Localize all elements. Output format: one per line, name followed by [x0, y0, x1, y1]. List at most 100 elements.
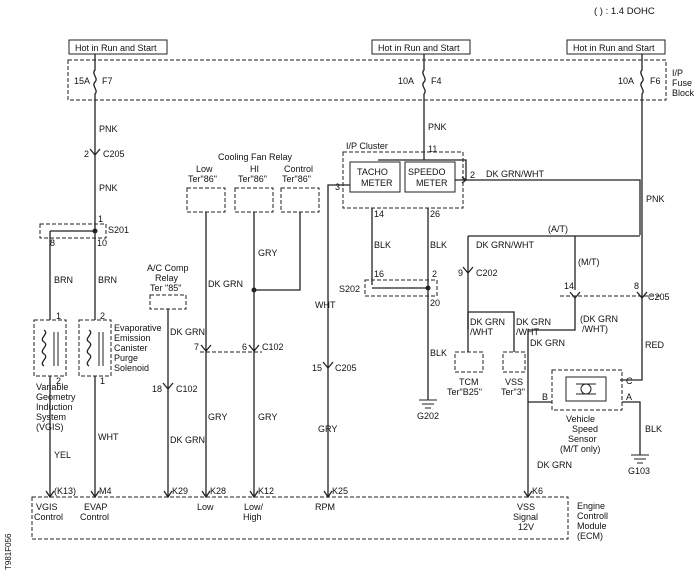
wire-ac-dkgrn-lower: DK GRN	[170, 435, 205, 445]
splice-s202: S202	[339, 284, 360, 294]
connector-c205-left: C205	[103, 149, 125, 159]
svg-text:F7: F7	[102, 76, 113, 86]
svg-text:Control: Control	[34, 512, 63, 522]
fan-low-label: Low	[196, 164, 213, 174]
svg-text:Ter"3": Ter"3"	[501, 387, 525, 397]
svg-text:Fuse: Fuse	[672, 78, 692, 88]
ecm-pin-k6: K6	[532, 486, 543, 496]
wire-low-dkgrn: DK GRN	[208, 279, 243, 289]
svg-text:Emission: Emission	[114, 333, 151, 343]
svg-text:3: 3	[335, 182, 340, 192]
wire-tacho-blk: BLK	[374, 240, 391, 250]
svg-text:/WHT: /WHT	[470, 327, 493, 337]
svg-text:F6: F6	[650, 76, 661, 86]
ecm-pin-k29: K29	[172, 486, 188, 496]
vss-ter-label: VSS	[505, 377, 523, 387]
wire-f7-pnk: PNK	[99, 124, 118, 134]
svg-text:(M/T only): (M/T only)	[560, 444, 600, 454]
svg-text:8: 8	[634, 281, 639, 291]
svg-text:Ter"86": Ter"86"	[282, 174, 311, 184]
wire-speedo-blk: BLK	[430, 240, 447, 250]
svg-text:Ter"86": Ter"86"	[238, 174, 267, 184]
svg-text:F4: F4	[431, 76, 442, 86]
svg-text:DK GRN: DK GRN	[516, 317, 551, 327]
svg-text:Signal: Signal	[513, 512, 538, 522]
svg-text:TACHO: TACHO	[357, 167, 388, 177]
fuse-block	[67, 59, 667, 101]
evap-label: Evaporative	[114, 323, 162, 333]
svg-text:1: 1	[98, 214, 103, 224]
wire-evap-brn: BRN	[98, 275, 117, 285]
svg-text:16: 16	[374, 269, 384, 279]
svg-text:DK GRN: DK GRN	[470, 317, 505, 327]
wire-rpm-wht: WHT	[315, 300, 336, 310]
connector-c102-left: C102	[176, 384, 198, 394]
svg-text:15: 15	[312, 363, 322, 373]
svg-text:14: 14	[374, 209, 384, 219]
hot-label-right: Hot in Run and Start	[573, 43, 655, 53]
ecm-module	[31, 496, 569, 540]
speedo-meter	[404, 161, 456, 193]
fuse-f6: 10A F6	[618, 54, 661, 100]
fan-control-label: Control	[284, 164, 313, 174]
wire-low-gry: GRY	[208, 412, 227, 422]
svg-text:10A: 10A	[398, 76, 414, 86]
svg-text:C: C	[626, 376, 633, 386]
hot-label-center: Hot in Run and Start	[378, 43, 460, 53]
svg-text:Purge: Purge	[114, 353, 138, 363]
svg-text:2: 2	[470, 170, 475, 180]
svg-text:SPEEDO: SPEEDO	[408, 167, 446, 177]
connector-c102: C102	[262, 342, 284, 352]
svg-text:14: 14	[564, 281, 574, 291]
ac-relay-label: A/C Comp	[147, 263, 189, 273]
wire-vss-dkgrn-lower: DK GRN	[537, 460, 572, 470]
svg-text:Canister: Canister	[114, 343, 148, 353]
fan-low-terminal	[186, 187, 226, 213]
vgis-label: Variable	[36, 382, 68, 392]
svg-text:EVAP: EVAP	[84, 502, 107, 512]
svg-text:Module: Module	[577, 521, 607, 531]
ecm-pin-k25: K25	[332, 486, 348, 496]
tcm-label: TCM	[459, 377, 479, 387]
wire-sensor-blk: BLK	[645, 424, 662, 434]
wire-evap-wht: WHT	[98, 432, 119, 442]
wire-rpm-gry: GRY	[318, 424, 337, 434]
svg-text:Geometry: Geometry	[36, 392, 76, 402]
connector-c205-right: C205	[648, 292, 670, 302]
wire-s201-pnk: PNK	[99, 183, 118, 193]
svg-text:System: System	[36, 412, 66, 422]
wire-sensor-red: RED	[645, 340, 665, 350]
svg-text:B: B	[542, 392, 548, 402]
wire-ground-blk: BLK	[430, 348, 447, 358]
wire-hi-gry: GRY	[258, 412, 277, 422]
svg-text:2: 2	[56, 376, 61, 386]
variant-note: ( ) : 1.4 DOHC	[594, 6, 655, 17]
svg-text:2: 2	[432, 269, 437, 279]
cluster-label: I/P Cluster	[346, 141, 388, 151]
wire-at-dkgrnwht: DK GRN/WHT	[476, 240, 534, 250]
connector-c202: C202	[476, 268, 498, 278]
svg-text:/WHT): /WHT)	[582, 324, 608, 334]
svg-text:10A: 10A	[618, 76, 634, 86]
svg-text:METER: METER	[361, 178, 393, 188]
svg-text:High: High	[243, 512, 262, 522]
svg-text:20: 20	[430, 298, 440, 308]
svg-text:1: 1	[100, 376, 105, 386]
svg-text:10: 10	[97, 238, 107, 248]
fuse-f4: 10A F4	[398, 54, 442, 100]
wire-vss-dkgrn: DK GRN	[530, 338, 565, 348]
svg-text:12V: 12V	[518, 522, 534, 532]
svg-text:A: A	[626, 392, 632, 402]
splice-s201-box	[39, 223, 107, 239]
svg-text:Controll: Controll	[577, 511, 608, 521]
svg-text:15A: 15A	[74, 76, 90, 86]
hot-label-left: Hot in Run and Start	[75, 43, 157, 53]
svg-text:(ECM): (ECM)	[577, 531, 603, 541]
wire-speedo-dkgrnwht: DK GRN/WHT	[486, 169, 544, 179]
svg-text:6: 6	[242, 342, 247, 352]
splice-s201: S201	[108, 225, 129, 235]
ecm-pin-m4: M4	[99, 486, 112, 496]
vss-terminal	[502, 351, 526, 373]
fan-hi-label: HI	[250, 164, 259, 174]
